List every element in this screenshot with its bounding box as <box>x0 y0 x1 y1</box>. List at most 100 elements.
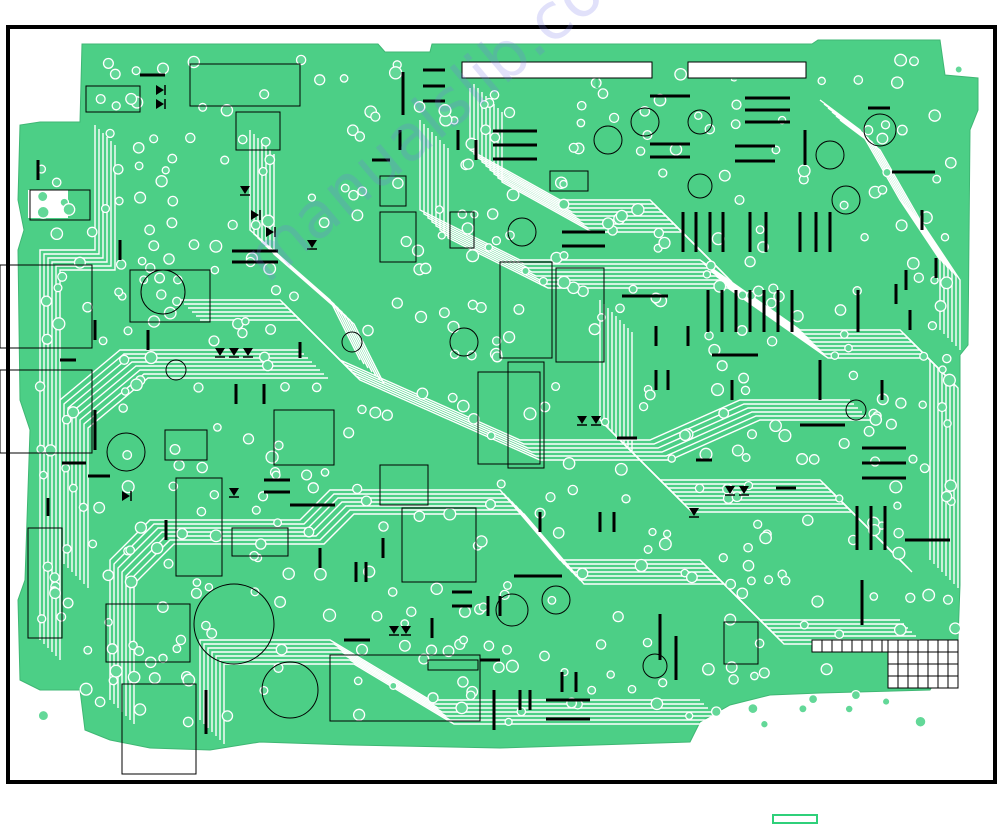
pad <box>737 588 747 598</box>
pad <box>266 325 276 335</box>
pad <box>507 660 519 672</box>
pad <box>119 404 127 412</box>
pad <box>244 434 254 444</box>
pad <box>448 321 459 332</box>
pad <box>358 187 367 196</box>
pad <box>308 483 318 493</box>
pad <box>929 110 940 121</box>
pad <box>720 170 731 181</box>
pad <box>390 67 402 79</box>
pad <box>660 538 672 550</box>
pad <box>812 596 823 607</box>
pad <box>170 445 180 455</box>
pad <box>340 75 347 82</box>
pad <box>109 677 117 685</box>
pad <box>540 651 549 660</box>
pad <box>321 469 328 476</box>
pad <box>659 679 667 687</box>
pad <box>745 257 755 267</box>
pad <box>654 228 663 237</box>
pad <box>659 237 670 248</box>
pad <box>42 334 52 344</box>
pad <box>651 698 662 709</box>
pad <box>938 403 947 412</box>
pad <box>197 507 205 515</box>
pad <box>486 500 496 510</box>
pad <box>469 414 479 424</box>
pad <box>514 305 524 315</box>
pad <box>111 69 121 79</box>
pad <box>487 432 495 440</box>
pad <box>920 464 929 473</box>
pad <box>36 382 45 391</box>
pad <box>504 582 512 590</box>
pad <box>126 546 134 554</box>
pad <box>390 682 397 689</box>
pad <box>578 102 586 110</box>
pad <box>120 355 129 364</box>
pad <box>50 573 59 582</box>
pad <box>717 361 727 371</box>
pad <box>79 503 87 511</box>
pad <box>742 454 750 462</box>
pad <box>712 707 721 716</box>
pad <box>54 284 62 292</box>
pad <box>719 409 729 419</box>
pad <box>319 218 329 228</box>
pad <box>379 522 388 531</box>
pad <box>135 647 144 656</box>
pad <box>197 462 207 472</box>
grid-cell <box>948 664 958 676</box>
pad <box>851 691 860 700</box>
pad <box>546 493 555 502</box>
pad <box>548 597 556 605</box>
pad <box>57 613 66 622</box>
pad <box>935 301 946 312</box>
pad <box>164 254 174 264</box>
grid-cell <box>898 664 908 676</box>
pad <box>497 480 505 488</box>
pad <box>468 300 477 309</box>
pad <box>228 220 237 229</box>
pad <box>705 332 713 340</box>
pad <box>942 492 952 502</box>
pad <box>393 178 403 188</box>
pad <box>467 250 479 262</box>
pad <box>944 420 951 427</box>
pad <box>781 577 789 585</box>
pad <box>413 245 424 256</box>
pad <box>622 495 630 503</box>
grid-cell <box>872 640 882 652</box>
pad <box>894 529 903 538</box>
pad <box>75 257 86 268</box>
pad <box>132 67 140 75</box>
pad <box>58 272 67 281</box>
pad <box>632 204 644 216</box>
pad <box>37 445 45 453</box>
pad <box>439 105 451 117</box>
pad <box>490 91 498 99</box>
pad <box>209 336 219 346</box>
grid-cell <box>948 676 958 688</box>
pad <box>371 112 380 121</box>
pad <box>577 568 588 579</box>
pad <box>344 428 354 438</box>
pad <box>726 579 736 589</box>
pad <box>839 439 849 449</box>
pad <box>88 227 97 236</box>
pad <box>186 133 195 142</box>
pad <box>767 298 776 307</box>
pad <box>168 154 177 163</box>
pad <box>259 168 267 176</box>
pad <box>754 286 764 296</box>
pad <box>915 716 926 727</box>
pad <box>89 540 97 548</box>
pad <box>735 196 744 205</box>
pad <box>739 373 749 383</box>
pad <box>588 686 596 694</box>
pad <box>302 470 312 480</box>
pad <box>675 69 686 80</box>
pad <box>494 662 504 672</box>
pad <box>164 559 173 568</box>
pad <box>95 697 104 706</box>
